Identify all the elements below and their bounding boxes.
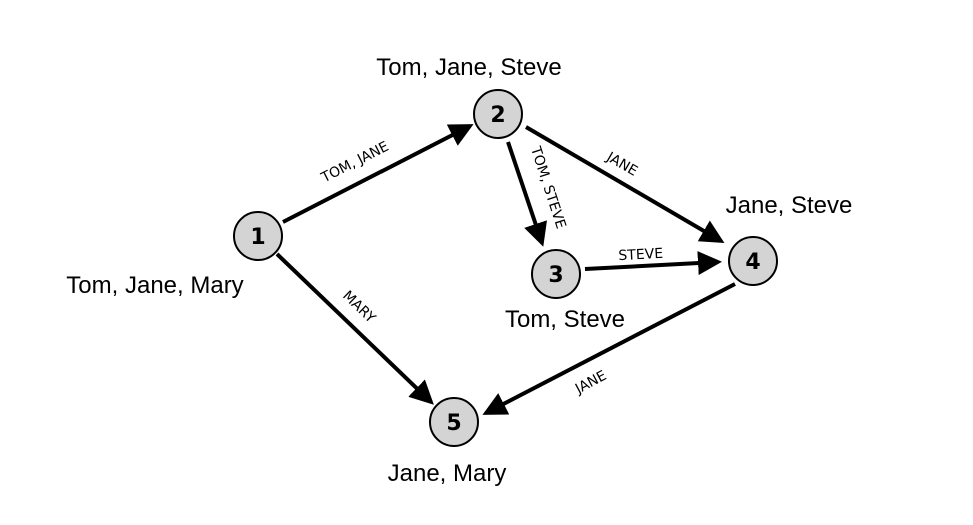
edge-label-3-4: STEVE	[618, 246, 663, 264]
node-1: 1	[233, 211, 283, 261]
node-5-circle	[429, 397, 479, 447]
node-2-circle	[473, 89, 523, 139]
node-4-caption: Jane, Steve	[726, 192, 853, 219]
node-5-label: 5	[446, 411, 461, 436]
node-4-label: 4	[745, 250, 760, 275]
node-1-label: 1	[250, 225, 265, 250]
node-1-circle	[233, 211, 283, 261]
node-3-caption: Tom, Steve	[505, 306, 625, 333]
node-4: 4	[728, 236, 778, 286]
edge-label-1-2: TOM, JANE	[318, 139, 392, 187]
edge-1-2	[282, 124, 474, 224]
node-3: 3	[531, 249, 581, 299]
edge-2-3	[506, 141, 547, 247]
node-4-circle	[728, 236, 778, 286]
node-3-circle	[531, 249, 581, 299]
node-2-caption: Tom, Jane, Steve	[376, 54, 561, 81]
node-2: 2	[473, 89, 523, 139]
node-5-caption: Jane, Mary	[388, 460, 507, 487]
edge-4-5	[482, 282, 736, 415]
edge-3-4	[584, 251, 722, 276]
node-1-caption: Tom, Jane, Mary	[66, 272, 243, 299]
edge-label-4-5: JANE	[572, 368, 609, 398]
node-2-label: 2	[490, 103, 505, 128]
edge-2-4	[524, 125, 725, 244]
edge-1-5	[275, 252, 434, 405]
node-5: 5	[429, 397, 479, 447]
node-3-label: 3	[548, 263, 563, 288]
